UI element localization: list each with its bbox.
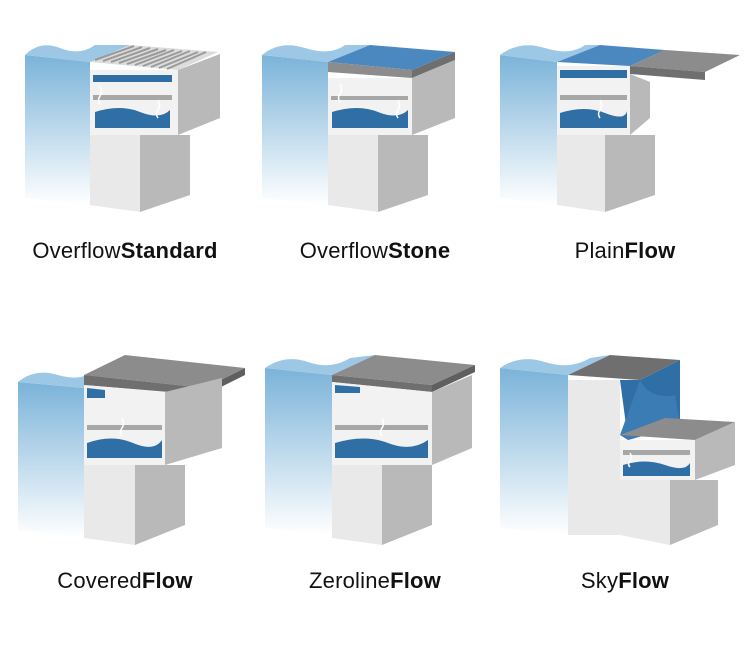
skyflow-illustration	[500, 355, 735, 545]
system-zerolineflow: ZerolineFlow	[250, 330, 500, 655]
caption-light-text: Zeroline	[309, 568, 391, 593]
system-plainflow: PlainFlow	[500, 0, 750, 325]
system-overflow-stone-caption: OverflowStone	[250, 238, 500, 264]
system-overflow-standard: OverflowStandard	[0, 0, 250, 325]
caption-bold-text: Flow	[141, 568, 193, 593]
system-skyflow-caption: SkyFlow	[500, 568, 750, 594]
zerolineflow-illustration	[265, 355, 475, 545]
system-zerolineflow-caption: ZerolineFlow	[250, 568, 500, 594]
system-overflow-standard-caption: OverflowStandard	[0, 238, 250, 264]
system-coveredflow-caption: CoveredFlow	[0, 568, 250, 594]
system-skyflow: SkyFlow	[500, 330, 750, 655]
caption-light-text: Overflow	[32, 238, 121, 263]
caption-bold-text: Flow	[390, 568, 441, 593]
plainflow-illustration	[500, 45, 740, 212]
overflow-standard-illustration	[25, 45, 220, 212]
caption-bold-text: Stone	[388, 238, 451, 263]
caption-bold-text: Standard	[120, 238, 218, 263]
caption-light-text: Overflow	[299, 238, 389, 263]
system-overflow-stone: OverflowStone	[250, 0, 500, 325]
system-coveredflow: CoveredFlow	[0, 330, 250, 655]
overflow-stone-illustration	[262, 45, 455, 212]
caption-light-text: Sky	[580, 568, 619, 593]
system-plainflow-caption: PlainFlow	[500, 238, 750, 264]
caption-light-text: Plain	[574, 238, 625, 263]
caption-bold-text: Flow	[624, 238, 676, 263]
caption-light-text: Covered	[57, 568, 142, 593]
caption-bold-text: Flow	[618, 568, 670, 593]
coveredflow-illustration	[18, 355, 245, 545]
